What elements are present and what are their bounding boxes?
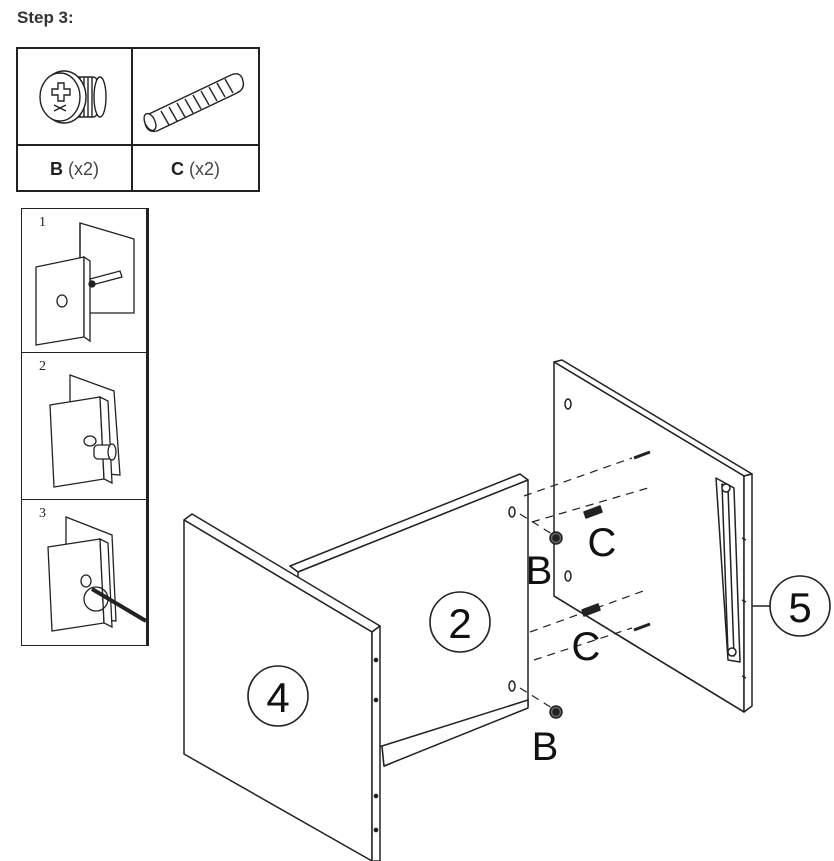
table-divider xyxy=(18,144,258,146)
step-title: Step 3: xyxy=(17,8,74,27)
callout-2: 2 xyxy=(429,591,491,653)
label-b-upper: B xyxy=(526,549,553,593)
wood-dowel-icon xyxy=(143,73,245,133)
part-b-label: B (x2) xyxy=(49,159,99,179)
substep-number: 3 xyxy=(39,506,46,521)
cam-screw-lower xyxy=(633,622,651,632)
label-b-lower: B xyxy=(532,725,559,769)
label-c-lower: C xyxy=(572,625,601,669)
substep-3-illustration xyxy=(47,516,146,632)
callout-5: 5 xyxy=(752,575,831,637)
substep-divider xyxy=(22,352,146,353)
panel-5-number: 5 xyxy=(788,584,811,631)
panel-5 xyxy=(553,359,753,713)
substep-2-illustration xyxy=(49,374,121,488)
substeps-panel: 1 2 3 xyxy=(21,208,149,646)
panel-2-number: 2 xyxy=(448,600,471,647)
substep-1-illustration xyxy=(35,222,135,346)
part-c-label: C (x2) xyxy=(170,159,220,179)
cam-lock-b-lower xyxy=(549,705,563,719)
table-divider xyxy=(131,49,133,190)
alignment-guides xyxy=(519,457,649,709)
panel-4-number: 4 xyxy=(266,674,289,721)
substep-number: 1 xyxy=(39,215,46,230)
cam-lock-b-upper xyxy=(549,531,563,545)
dowel-c-lower xyxy=(581,603,601,617)
callout-4: 4 xyxy=(247,665,309,727)
substep-illustrations xyxy=(35,222,146,632)
cam-lock-icon xyxy=(39,70,107,124)
parts-table: B (x2) C (x2) xyxy=(16,47,260,192)
cam-screw-upper xyxy=(633,450,651,460)
substep-divider xyxy=(22,499,146,500)
substep-number: 2 xyxy=(39,359,46,374)
dowel-c-upper xyxy=(583,505,603,519)
label-c-upper: C xyxy=(588,521,617,565)
